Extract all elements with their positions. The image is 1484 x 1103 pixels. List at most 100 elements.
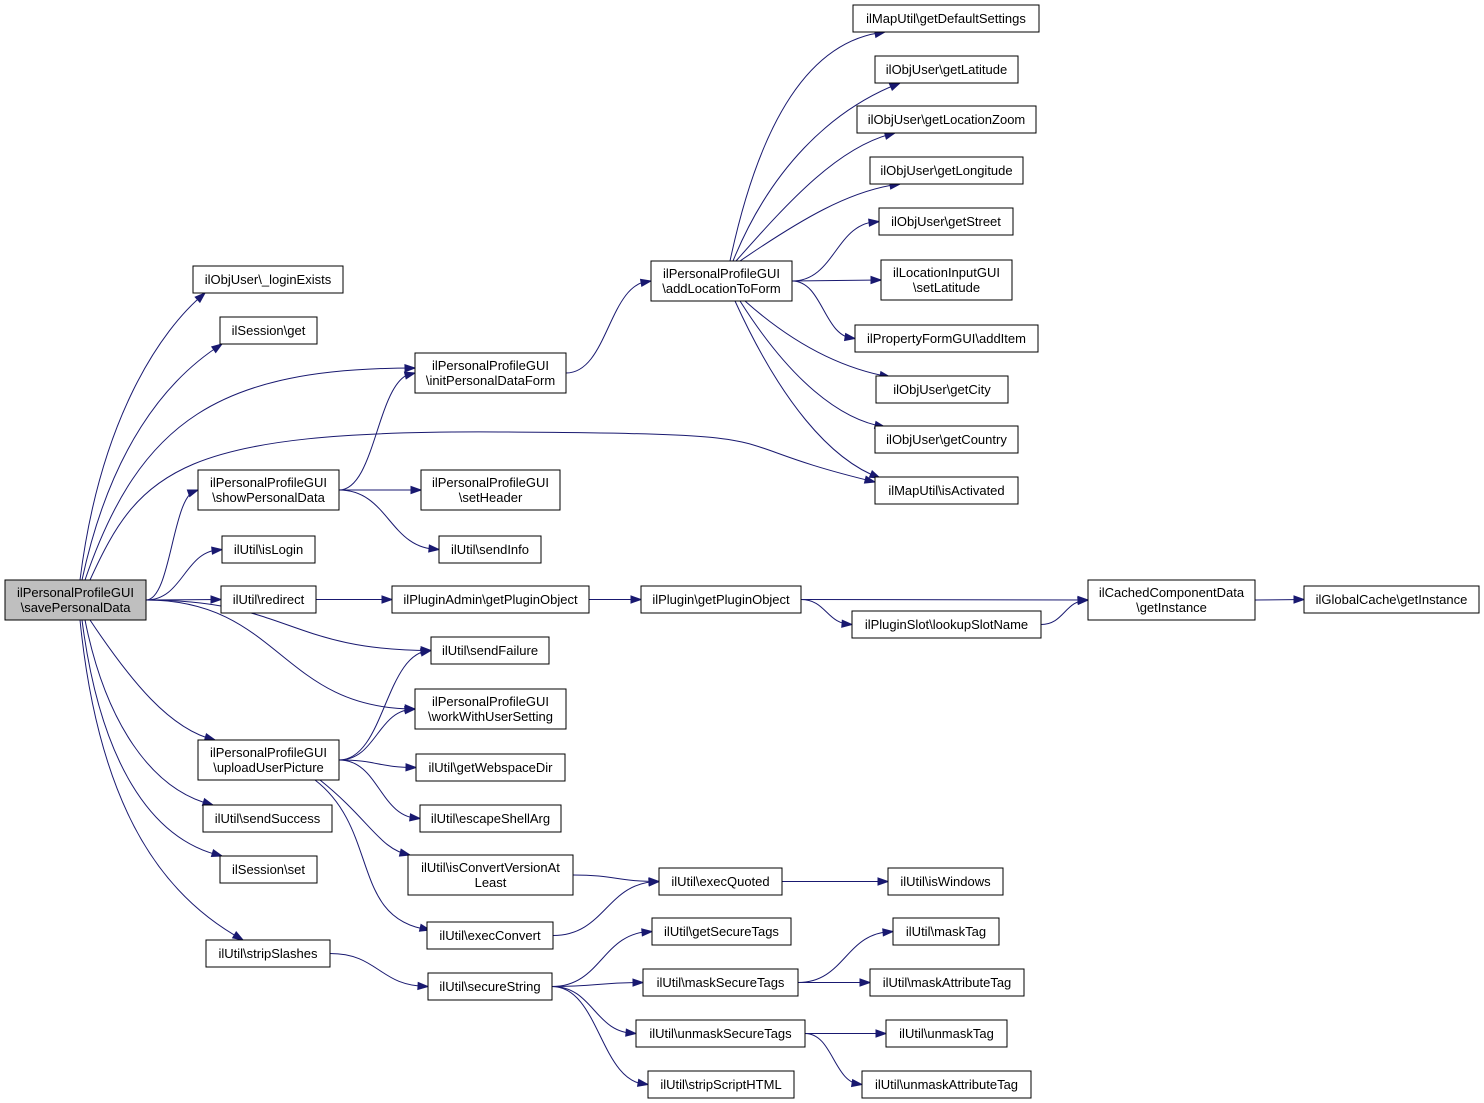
function-node[interactable]: ilUtil\getSecureTags bbox=[651, 917, 792, 946]
function-node[interactable]: ilObjUser\getStreet bbox=[878, 207, 1014, 236]
arrowhead bbox=[888, 82, 902, 91]
function-node[interactable]: ilSession\get bbox=[219, 316, 318, 345]
function-node[interactable]: ilObjUser\getLocationZoom bbox=[856, 105, 1037, 134]
node-box bbox=[430, 636, 550, 665]
edge-n39-n41 bbox=[798, 978, 872, 987]
function-node[interactable]: ilUtil\maskTag bbox=[892, 917, 1000, 946]
root-function-node[interactable]: ilPersonalProfileGUI\savePersonalData bbox=[4, 579, 147, 621]
node-box bbox=[861, 1070, 1032, 1099]
function-node[interactable]: ilPlugin\getPluginObject bbox=[640, 585, 802, 614]
edge-n0-n2 bbox=[81, 343, 224, 581]
function-node[interactable]: ilUtil\maskSecureTags bbox=[642, 968, 799, 997]
node-label: ilUtil\getWebspaceDir bbox=[428, 760, 553, 775]
edge-line bbox=[552, 881, 660, 936]
node-box bbox=[420, 469, 561, 511]
node-label: ilUtil\redirect bbox=[233, 592, 305, 607]
function-node[interactable]: ilObjUser\_loginExists bbox=[192, 265, 344, 294]
edge-line bbox=[145, 599, 416, 710]
function-node[interactable]: ilObjUser\getCity bbox=[875, 375, 1009, 404]
edge-n33-n31 bbox=[552, 878, 661, 936]
arrowhead bbox=[863, 475, 877, 484]
node-box bbox=[407, 854, 574, 896]
function-node[interactable]: ilPersonalProfileGUI\uploadUserPicture bbox=[197, 739, 340, 781]
function-node[interactable]: ilUtil\execQuoted bbox=[658, 867, 783, 896]
node-label: ilUtil\sendFailure bbox=[442, 643, 538, 658]
node-box bbox=[880, 259, 1013, 301]
function-node[interactable]: ilUtil\sendSuccess bbox=[202, 804, 333, 833]
node-box bbox=[878, 207, 1014, 236]
function-node[interactable]: ilMapUtil\isActivated bbox=[874, 476, 1019, 505]
function-node[interactable]: ilGlobalCache\getInstance bbox=[1303, 585, 1480, 614]
arrowhead bbox=[404, 705, 417, 715]
edge-n24-n22 bbox=[1040, 596, 1090, 625]
arrowhead bbox=[632, 978, 645, 987]
function-node[interactable]: ilPersonalProfileGUI\workWithUserSetting bbox=[414, 688, 567, 730]
arrowhead bbox=[636, 1078, 650, 1087]
edge-line bbox=[329, 953, 429, 987]
node-box bbox=[650, 260, 793, 302]
node-label: ilObjUser\getLongitude bbox=[880, 163, 1012, 178]
function-node[interactable]: ilPersonalProfileGUI\showPersonalData bbox=[197, 469, 340, 511]
function-node[interactable]: ilUtil\unmaskSecureTags bbox=[635, 1019, 806, 1048]
node-label: ilCachedComponentData bbox=[1099, 585, 1245, 600]
node-label: \setHeader bbox=[459, 490, 523, 505]
function-node[interactable]: ilUtil\secureString bbox=[427, 972, 553, 1001]
function-node[interactable]: ilMapUtil\getDefaultSettings bbox=[852, 4, 1040, 33]
arrowhead bbox=[409, 813, 422, 822]
node-label: ilUtil\escapeShellArg bbox=[431, 811, 550, 826]
function-node[interactable]: ilUtil\stripScriptHTML bbox=[647, 1070, 795, 1099]
function-node[interactable]: ilUtil\execConvert bbox=[426, 921, 554, 950]
function-node[interactable]: ilUtil\unmaskAttributeTag bbox=[861, 1070, 1032, 1099]
function-node[interactable]: ilPropertyFormGUI\addItem bbox=[854, 324, 1039, 353]
function-node[interactable]: ilUtil\sendFailure bbox=[430, 636, 550, 665]
edge-line bbox=[735, 132, 896, 262]
edge-line bbox=[800, 599, 1089, 601]
edge-n37-n42 bbox=[551, 986, 638, 1037]
edge-n22-n23 bbox=[1254, 595, 1306, 604]
arrowhead bbox=[201, 797, 215, 806]
edge-n36-n37 bbox=[329, 953, 430, 991]
function-node[interactable]: ilUtil\isWindows bbox=[887, 867, 1004, 896]
node-box bbox=[885, 1019, 1008, 1048]
node-label: \addLocationToForm bbox=[662, 281, 781, 296]
function-node[interactable]: ilObjUser\getLongitude bbox=[869, 156, 1024, 185]
function-node[interactable]: ilUtil\redirect bbox=[220, 585, 317, 614]
node-label: \savePersonalData bbox=[21, 600, 132, 615]
function-node[interactable]: ilUtil\getWebspaceDir bbox=[415, 753, 566, 782]
function-node[interactable]: ilUtil\unmaskTag bbox=[885, 1019, 1008, 1048]
function-node[interactable]: ilPersonalProfileGUI\setHeader bbox=[420, 469, 561, 511]
function-node[interactable]: ilPersonalProfileGUI\initPersonalDataFor… bbox=[414, 352, 567, 394]
function-node[interactable]: ilUtil\maskAttributeTag bbox=[869, 968, 1025, 997]
function-node[interactable]: ilObjUser\getLatitude bbox=[874, 55, 1019, 84]
edge-line bbox=[84, 619, 214, 806]
arrowhead bbox=[405, 763, 418, 772]
arrowhead bbox=[875, 1029, 888, 1038]
edge-line bbox=[338, 650, 432, 761]
function-node[interactable]: ilPluginAdmin\getPluginObject bbox=[391, 585, 590, 614]
node-label: ilUtil\sendInfo bbox=[451, 542, 529, 557]
edge-n0-n26 bbox=[145, 599, 417, 713]
function-node[interactable]: ilSession\set bbox=[219, 855, 318, 884]
function-node[interactable]: ilUtil\stripSlashes bbox=[205, 939, 331, 968]
edge-n3-n4 bbox=[565, 278, 653, 374]
function-node[interactable]: ilPluginSlot\lookupSlotName bbox=[851, 610, 1042, 639]
arrowhead bbox=[419, 648, 433, 657]
edge-n4-n14 bbox=[734, 300, 882, 479]
edge-n37-n38 bbox=[551, 928, 654, 987]
function-node[interactable]: ilPersonalProfileGUI\addLocationToForm bbox=[650, 260, 793, 302]
node-label: \showPersonalData bbox=[212, 490, 325, 505]
node-label: ilObjUser\getStreet bbox=[891, 214, 1001, 229]
function-node[interactable]: ilUtil\escapeShellArg bbox=[419, 804, 562, 833]
function-node[interactable]: ilUtil\isLogin bbox=[221, 535, 316, 564]
function-node[interactable]: ilLocationInputGUI\setLatitude bbox=[880, 259, 1013, 301]
function-node[interactable]: ilUtil\sendInfo bbox=[438, 535, 542, 564]
function-node[interactable]: ilObjUser\getCountry bbox=[874, 425, 1019, 454]
node-label: ilObjUser\getCity bbox=[893, 382, 991, 397]
node-label: ilUtil\unmaskSecureTags bbox=[649, 1026, 792, 1041]
function-node[interactable]: ilCachedComponentData\getInstance bbox=[1087, 579, 1256, 621]
node-box bbox=[220, 585, 317, 614]
edge-line bbox=[739, 300, 886, 428]
edge-line bbox=[319, 779, 411, 856]
node-label: \setLatitude bbox=[913, 280, 980, 295]
